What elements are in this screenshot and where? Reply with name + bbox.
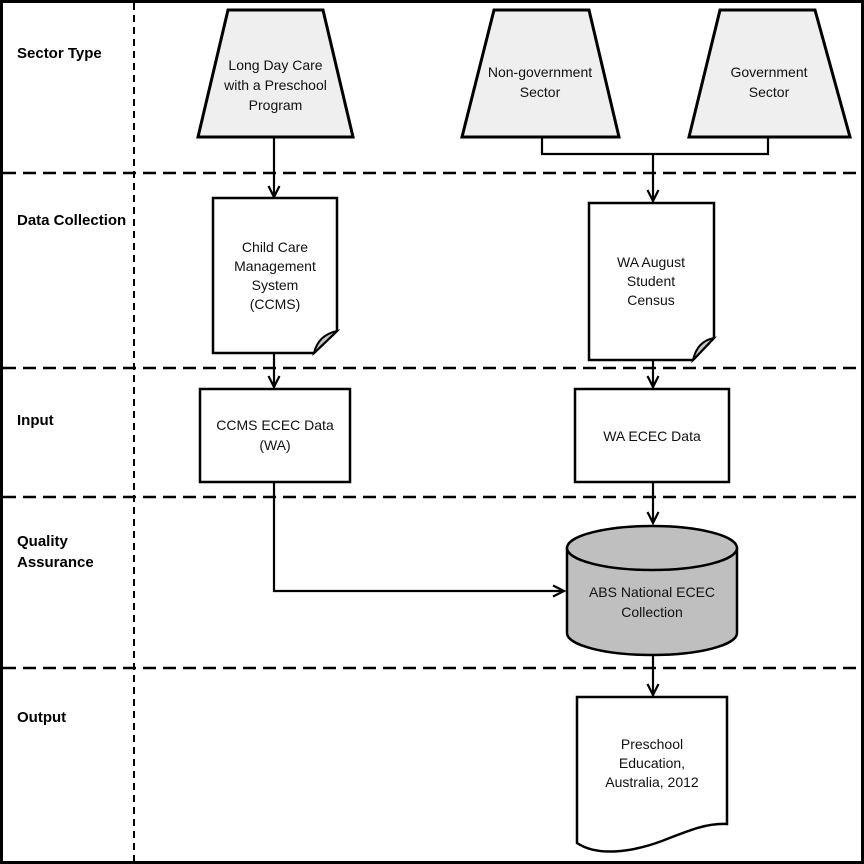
trapezoid-government-sector	[687, 8, 852, 139]
row-label-output: Output	[17, 709, 67, 726]
rect-wa-ecec-data-label: WA ECEC Data	[603, 428, 701, 444]
rect-ccms-ecec-data	[198, 387, 352, 484]
document-census-fold-icon	[691, 336, 717, 364]
rect-wa-ecec-data	[573, 387, 731, 484]
trapezoid-non-government-label: Non-government Sector	[487, 64, 593, 100]
edge-ccmsecec-to-abscollection	[272, 482, 567, 598]
document-publication-label: Preschool Education, Australia, 2012	[605, 736, 699, 790]
trapezoid-non-government-sector	[460, 8, 621, 139]
document-census-label: WA August Student Census	[617, 254, 685, 308]
connector-sector-merge	[540, 134, 770, 156]
trapezoid-government-label: Government Sector	[730, 64, 808, 100]
document-ccms-label: Child Care Management System (CCMS)	[234, 239, 316, 312]
trapezoid-long-day-care	[196, 8, 355, 139]
trapezoid-long-day-care-label: Long Day Care with a Preschool Program	[224, 57, 327, 113]
cylinder-abs-collection-label: ABS National ECEC Collection	[588, 584, 716, 620]
row-label-input: Input	[17, 412, 54, 429]
row-label-sector-type: Sector Type	[17, 45, 102, 62]
document-publication	[575, 695, 729, 853]
cylinder-abs-collection-top	[565, 524, 739, 572]
row-label-data-collection: Data Collection	[17, 212, 127, 229]
document-ccms-fold-icon	[312, 329, 341, 357]
cylinder-abs-collection-body	[565, 546, 739, 657]
rect-ccms-ecec-data-label: CCMS ECEC Data (WA)	[216, 417, 334, 453]
row-label-quality-assurance: Quality Assurance	[17, 533, 94, 571]
